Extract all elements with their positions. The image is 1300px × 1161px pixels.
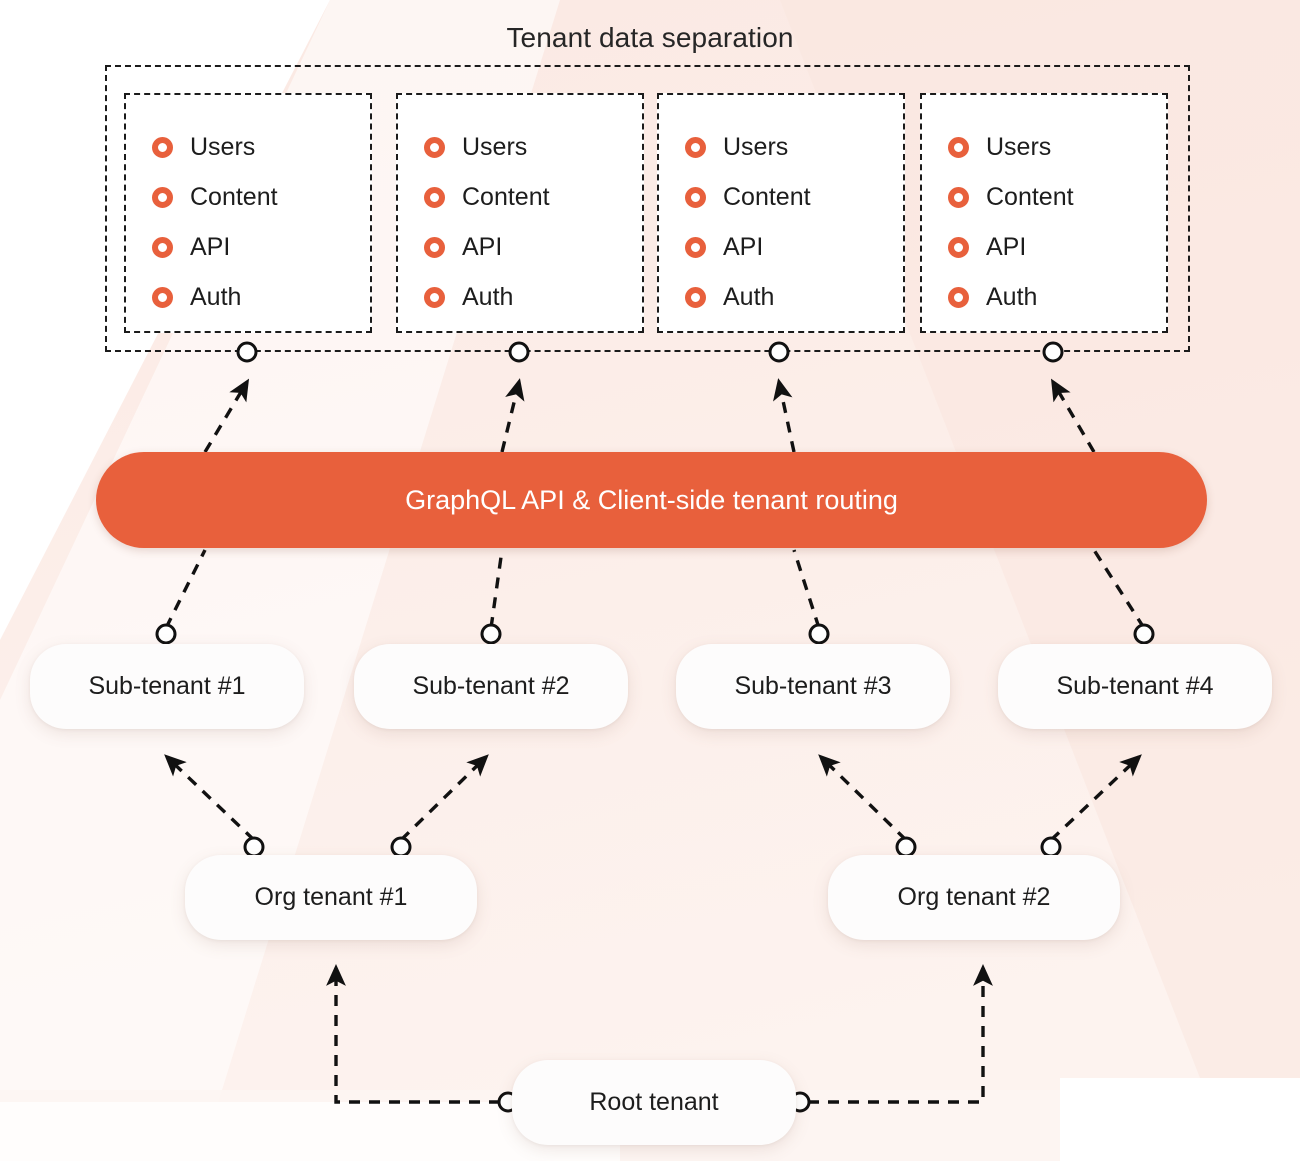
connector-dot-icon [480,623,502,645]
arrow-root-to-org-1 [326,964,500,1104]
ring-icon [152,236,173,258]
list-item-label: Auth [723,282,775,311]
link-subtenant-4-to-bar [1092,549,1146,629]
connector-dot-icon [1040,836,1062,858]
sub-tenant-label: Sub-tenant #3 [734,672,892,700]
graphql-api-bar-label: GraphQL API & Client-side tenant routing [405,484,898,515]
ring-icon [685,286,706,308]
ring-icon [424,236,445,258]
list-item-label: Users [190,132,256,161]
tenant-card: Users Content API Auth [396,93,644,333]
list-item: Users [424,122,642,172]
org-tenant-2[interactable]: Org tenant #2 [828,855,1120,940]
list-item-label: Users [462,132,528,161]
tenant-separation-boundary [105,65,1190,352]
ring-icon [685,136,706,158]
ring-icon [948,286,969,308]
list-item: Auth [424,272,642,322]
list-item: Content [948,172,1166,222]
list-item-label: API [190,232,231,261]
list-item-label: Auth [986,282,1038,311]
list-item-label: API [462,232,503,261]
arrow-bar-to-card-3 [773,378,796,453]
list-item: Users [152,122,370,172]
connector-dot-icon [1133,623,1155,645]
ring-icon [948,186,969,208]
tenant-card: Users Content API Auth [657,93,905,333]
arrow-bar-to-card-1 [203,378,250,453]
graphql-api-bar[interactable]: GraphQL API & Client-side tenant routing [96,452,1207,548]
connector-dot-icon [390,836,412,858]
page-title: Tenant data separation [506,22,794,53]
connector-dot-icon [895,836,917,858]
arrow-bar-to-card-2 [500,378,525,453]
list-item-label: Content [190,182,278,211]
list-item: Content [152,172,370,222]
list-item: Auth [685,272,903,322]
sub-tenant-label: Sub-tenant #4 [1056,672,1214,700]
org-tenant-1[interactable]: Org tenant #1 [185,855,477,940]
list-item: API [685,222,903,272]
sub-tenant-2[interactable]: Sub-tenant #2 [354,644,628,729]
list-item: API [152,222,370,272]
connector-dot-icon [808,623,830,645]
ring-icon [948,236,969,258]
tenant-resource-list: Users Content API Auth [126,95,370,322]
ring-icon [152,136,173,158]
tenant-resource-list: Users Content API Auth [659,95,903,322]
list-item: Users [685,122,903,172]
link-subtenant-3-to-bar [792,549,821,629]
arrow-org-2-to-subtenant-4 [1049,754,1142,842]
list-item-label: Content [723,182,811,211]
list-item-label: Auth [462,282,514,311]
root-tenant[interactable]: Root tenant [512,1060,796,1145]
root-tenant-label: Root tenant [589,1088,719,1116]
list-item-label: Content [462,182,550,211]
list-item: Content [424,172,642,222]
tenant-card: Users Content API Auth [920,93,1168,333]
list-item: Auth [152,272,370,322]
arrow-org-1-to-subtenant-1 [164,754,256,842]
list-item: Users [948,122,1166,172]
sub-tenant-label: Sub-tenant #2 [412,672,570,700]
list-item-label: Content [986,182,1074,211]
edges-org-to-subtenant [164,754,1142,842]
connector-dot-icon [243,836,265,858]
arrow-root-to-org-2 [808,964,993,1104]
ring-icon [685,186,706,208]
sub-tenant-3[interactable]: Sub-tenant #3 [676,644,950,729]
list-item-label: Users [986,132,1052,161]
list-item: API [424,222,642,272]
list-item: Content [685,172,903,222]
edges-subtenant-to-bar [164,549,1146,629]
ring-icon [685,236,706,258]
arrow-org-1-to-subtenant-2 [399,754,489,842]
org-tenant-label: Org tenant #1 [254,883,408,911]
ring-icon [424,136,445,158]
list-item-label: Auth [190,282,242,311]
tenant-resource-list: Users Content API Auth [398,95,642,322]
ring-icon [152,186,173,208]
arrow-org-2-to-subtenant-3 [818,754,908,842]
list-item-label: API [986,232,1027,261]
tenant-card: Users Content API Auth [124,93,372,333]
connector-dot-icon [155,623,177,645]
link-subtenant-2-to-bar [489,549,504,629]
sub-tenant-1[interactable]: Sub-tenant #1 [30,644,304,729]
list-item-label: Users [723,132,789,161]
sub-tenant-4[interactable]: Sub-tenant #4 [998,644,1272,729]
edges-bar-to-cards [203,378,1096,453]
org-tenant-label: Org tenant #2 [897,883,1051,911]
ring-icon [152,286,173,308]
sub-tenant-label: Sub-tenant #1 [88,672,246,700]
tenant-resource-list: Users Content API Auth [922,95,1166,322]
list-item-label: API [723,232,764,261]
list-item: Auth [948,272,1166,322]
ring-icon [424,186,445,208]
ring-icon [424,286,445,308]
ring-icon [948,136,969,158]
link-subtenant-1-to-bar [164,549,207,629]
arrow-bar-to-card-4 [1050,378,1096,453]
list-item: API [948,222,1166,272]
